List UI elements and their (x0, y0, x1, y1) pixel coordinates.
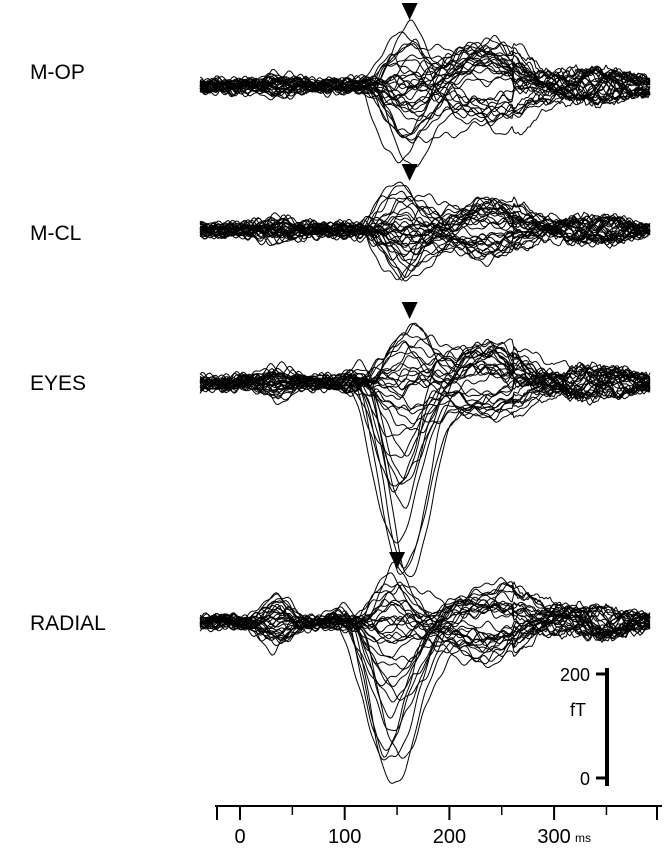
scale-bar-unit-label: fT (570, 700, 586, 720)
trace-line (199, 65, 651, 117)
trace-line (199, 215, 651, 251)
x-tick-label: 100 (328, 826, 361, 848)
trace-line (199, 203, 651, 278)
trace-line (199, 217, 651, 256)
peak-marker-icon (389, 552, 406, 569)
trace-line (199, 371, 651, 578)
trace-line (199, 212, 651, 282)
x-ticks: 0 100 200 300 (216, 806, 658, 848)
scale-bar: 200 fT 0 (560, 665, 609, 789)
trace-line (199, 367, 651, 411)
trace-line (199, 362, 651, 569)
trace-line (199, 605, 651, 670)
trace-line (199, 581, 651, 719)
trace-line (199, 42, 651, 137)
trace-line (199, 58, 651, 144)
trace-line (199, 372, 651, 438)
x-tick-label: 300 (537, 826, 570, 848)
scale-bar-top-label: 200 (560, 665, 590, 685)
trace-line (199, 349, 651, 402)
trace-line (199, 605, 651, 732)
panel-m-op: M-OP (30, 3, 651, 168)
trace-line (199, 364, 651, 485)
panels: M-OP M-CL EYES RADIAL (30, 3, 651, 784)
trace-line (199, 49, 651, 110)
trace-line (199, 359, 651, 509)
trace-line (199, 363, 651, 395)
trace-line (199, 371, 651, 544)
trace-line (199, 219, 651, 272)
row-label: EYES (30, 372, 86, 395)
trace-line (199, 604, 651, 646)
trace-line (199, 606, 651, 784)
trace-line (199, 596, 651, 758)
trace-line (199, 211, 651, 247)
trace-line (199, 351, 651, 493)
trace-line (199, 600, 651, 701)
row-label: M-OP (30, 61, 85, 84)
trace-line (199, 601, 651, 687)
trace-line (199, 368, 651, 575)
row-label: RADIAL (30, 612, 106, 635)
x-unit-label: ms (575, 831, 591, 845)
trace-line (199, 345, 651, 399)
peak-marker-icon (401, 302, 418, 319)
trace-line (199, 200, 651, 247)
x-axis: 0 100 200 300 ms (215, 805, 662, 848)
trace-line (199, 341, 651, 400)
trace-line (199, 592, 651, 644)
trace-line (199, 340, 651, 487)
trace-line (199, 598, 651, 703)
trace-line (199, 362, 651, 434)
trace-line (199, 583, 651, 687)
trace-line (199, 205, 651, 281)
trace-line (199, 198, 651, 258)
panel-radial: RADIAL (30, 552, 651, 784)
trace-line (199, 606, 651, 759)
scale-bar-bottom-label: 0 (580, 769, 590, 789)
trace-line (199, 67, 651, 164)
trace-line (199, 577, 651, 761)
panel-eyes: EYES (30, 302, 651, 578)
trace-line (199, 70, 651, 168)
row-label: M-CL (30, 222, 81, 245)
peak-marker-icon (401, 164, 418, 181)
peak-marker-icon (401, 3, 418, 20)
panel-m-cl: M-CL (30, 164, 651, 282)
x-tick-label: 200 (433, 826, 466, 848)
trace-line (199, 69, 651, 144)
trace-line (199, 64, 651, 107)
trace-line (199, 607, 651, 751)
x-tick-label: 0 (234, 826, 245, 848)
